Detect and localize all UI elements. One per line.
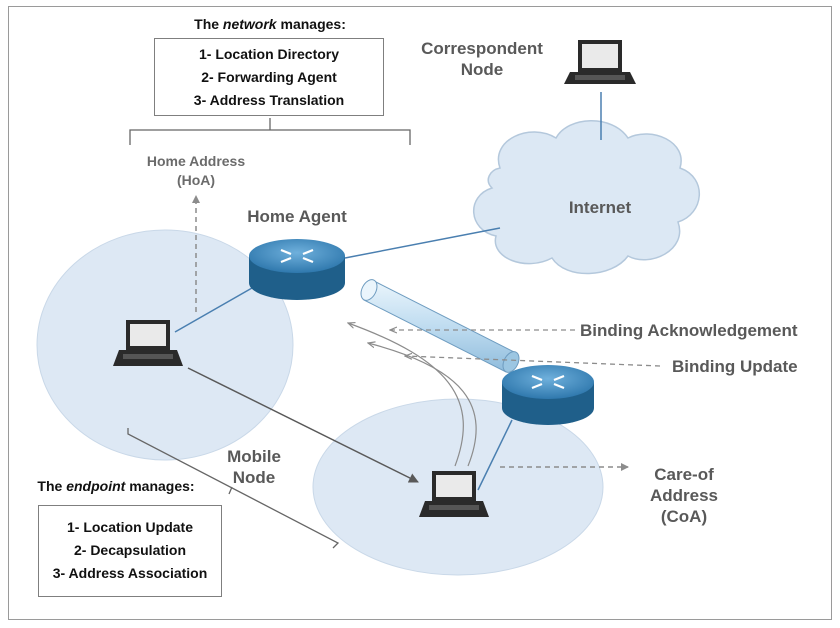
correspondent-line-2: Node [460, 60, 504, 79]
binding-ack-label: Binding Acknowledgement [580, 321, 798, 340]
binding-path-curve-outer [348, 323, 464, 467]
home-address-label: Home Address (HoA) [126, 152, 266, 190]
endpoint-manages-heading: The endpoint manages: [16, 478, 216, 494]
endpoint-heading-emphasis: endpoint [66, 478, 126, 494]
network-manages-heading: The network manages: [150, 16, 390, 32]
tunnel [360, 279, 520, 373]
network-heading-emphasis: network [222, 16, 277, 32]
network-heading-prefix: The [194, 16, 220, 32]
binding-update-line [405, 356, 661, 367]
movement-arrow [187, 367, 419, 483]
network-bracket [129, 118, 411, 145]
mobile-node-line-1: Mobile [227, 447, 281, 466]
network-item: 3- Address Translation [193, 92, 345, 108]
home-address-line-1: Home Address [146, 153, 246, 169]
binding-update-label: Binding Update [672, 357, 798, 376]
mobile-node-laptop-home-icon [113, 320, 183, 366]
internet-label: Internet [568, 198, 632, 217]
network-heading-suffix: manages: [280, 16, 346, 32]
correspondent-line-1: Correspondent [421, 39, 543, 58]
care-of-address-label: Care-of Address (CoA) [634, 464, 734, 527]
binding-path-curve-inner [368, 343, 477, 467]
network-item: 2- Forwarding Agent [201, 69, 337, 85]
network-item: 1- Location Directory [198, 46, 340, 62]
endpoint-item: 1- Location Update [66, 519, 193, 535]
home-agent-label: Home Agent [247, 207, 347, 226]
endpoint-item: 2- Decapsulation [73, 542, 187, 558]
endpoint-heading-suffix: manages: [129, 478, 195, 494]
endpoint-heading-prefix: The [37, 478, 63, 494]
mobile-node-laptop-foreign-icon [419, 471, 489, 517]
link-foreign-router-mobile [477, 419, 513, 491]
coa-line-1: Care-of [654, 465, 714, 484]
endpoint-item: 3- Address Association [52, 565, 208, 581]
network-manages-box: 1- Location Directory 2- Forwarding Agen… [154, 38, 384, 116]
foreign-router [502, 365, 594, 425]
endpoint-bracket [127, 428, 340, 549]
mobile-node-label: Mobile Node [204, 446, 304, 488]
correspondent-node-label: Correspondent Node [412, 38, 552, 80]
correspondent-laptop-icon [564, 40, 636, 84]
link-internet-home-agent [344, 227, 501, 259]
endpoint-manages-box: 1- Location Update 2- Decapsulation 3- A… [38, 505, 222, 597]
home-address-line-2: (HoA) [176, 172, 216, 188]
coa-line-3: (CoA) [660, 507, 708, 526]
home-agent-router [249, 239, 345, 300]
coa-line-2: Address [649, 486, 719, 505]
internet-cloud [473, 120, 700, 275]
mobile-node-line-2: Node [232, 468, 276, 487]
link-home-agent-mobile [174, 287, 253, 333]
diagram-frame [8, 6, 832, 620]
